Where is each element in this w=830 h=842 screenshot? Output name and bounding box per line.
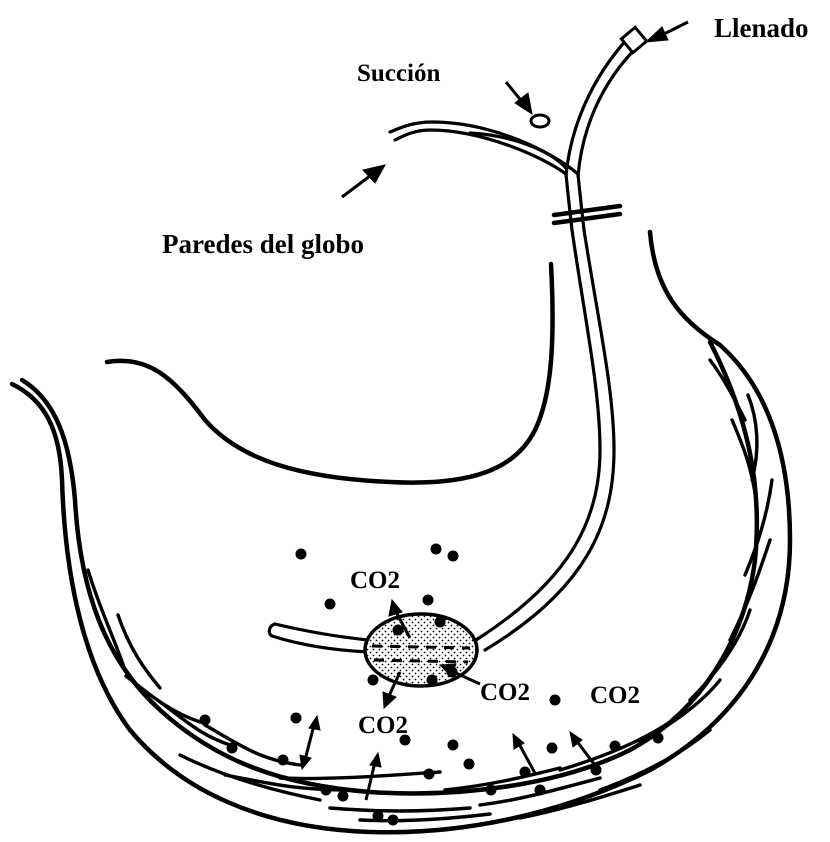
label-co2-below-left: CO2 bbox=[358, 712, 408, 739]
labels: Llenado Succión Paredes del globo CO2 CO… bbox=[162, 13, 809, 739]
lesser-curvature-wall bbox=[107, 264, 553, 483]
paredes-arrow bbox=[342, 176, 370, 197]
label-llenado: Llenado bbox=[714, 13, 809, 43]
mucosal-vessels bbox=[88, 360, 772, 821]
label-co2-far-right: CO2 bbox=[590, 682, 640, 709]
label-paredes-del-globo: Paredes del globo bbox=[162, 229, 364, 259]
label-co2-top: CO2 bbox=[350, 567, 400, 594]
label-co2-middle-right: CO2 bbox=[480, 679, 530, 706]
label-succion: Succión bbox=[357, 60, 440, 87]
